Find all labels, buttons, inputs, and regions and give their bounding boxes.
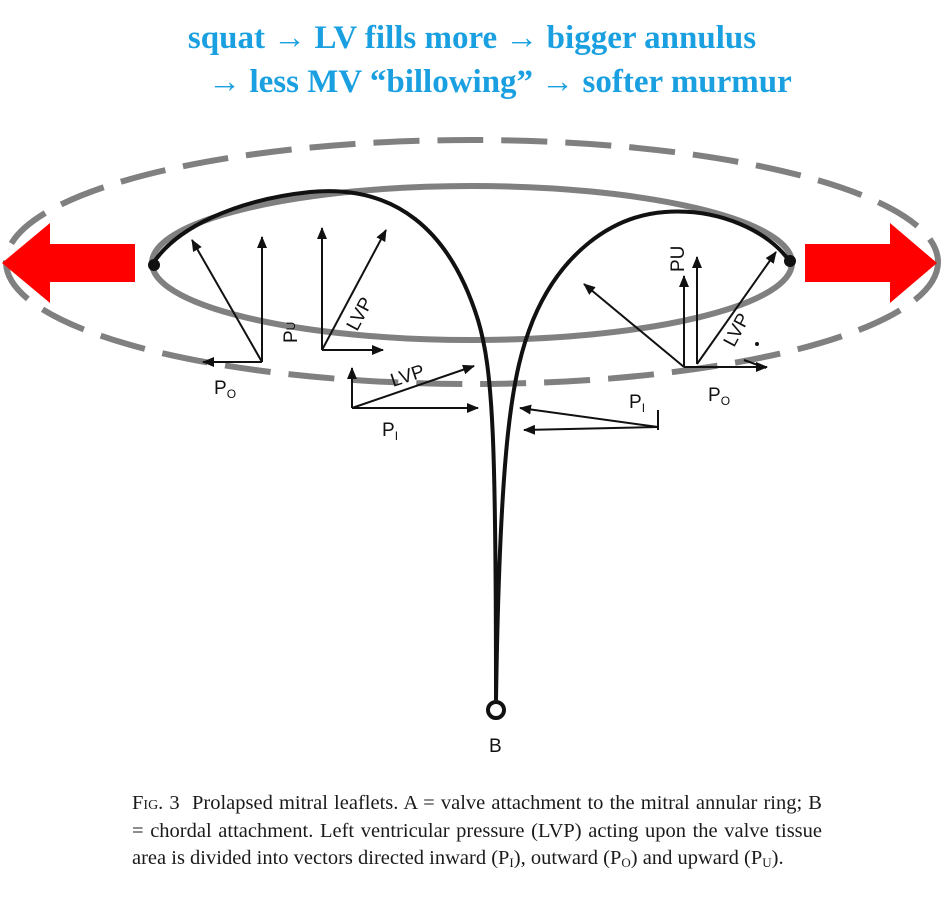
- annular-attachment-right: [784, 255, 796, 267]
- dashed-annulus-ellipse: [3, 137, 941, 387]
- label-lvp-right: LVP: [720, 310, 755, 350]
- heading-line-2: → less MV “billowing” → softer murmur: [208, 64, 792, 100]
- figure-caption: Fig. 3 Prolapsed mitral leaflets. A = va…: [132, 790, 822, 873]
- right-vector-dot: [755, 342, 759, 346]
- label-pi-left: PI: [382, 420, 398, 443]
- label-pi-right: PI: [629, 392, 645, 415]
- label-pu-right: PU: [668, 246, 689, 272]
- label-lvp-lower-left: LVP: [388, 361, 427, 392]
- caption-figure-label: Fig. 3: [132, 792, 180, 814]
- right-leaflet: [494, 209, 792, 701]
- caption-sub-i: I: [509, 855, 514, 870]
- right-vector-tick: [743, 359, 767, 369]
- left-arrow-icon: [2, 223, 135, 303]
- left-vectors: [191, 227, 479, 413]
- label-b: B: [489, 736, 502, 757]
- right-arrow-icon: [805, 223, 937, 303]
- right-vectors: [519, 251, 777, 435]
- chordal-attachment-b: [486, 700, 506, 720]
- annular-attachment-left: [148, 259, 160, 271]
- caption-text-3: ) and upward (P: [630, 847, 763, 869]
- caption-text-1: Prolapsed mitral leaflets. A = valve att…: [132, 792, 822, 869]
- label-po-left: PO: [214, 378, 236, 401]
- left-leaflet: [150, 189, 498, 701]
- label-pu-left: PU: [281, 322, 302, 343]
- heading-line-1: squat → LV fills more → bigger annulus: [187, 20, 757, 56]
- caption-sub-u: U: [762, 855, 772, 870]
- caption-sub-o: O: [621, 855, 631, 870]
- caption-text-4: ).: [771, 847, 784, 869]
- caption-text-2: ), outward (P: [513, 847, 622, 869]
- mitral-valve-diagram: PO PI PU LVP LVP PO PI PU LVP B: [2, 137, 941, 757]
- label-po-right: PO: [708, 385, 730, 408]
